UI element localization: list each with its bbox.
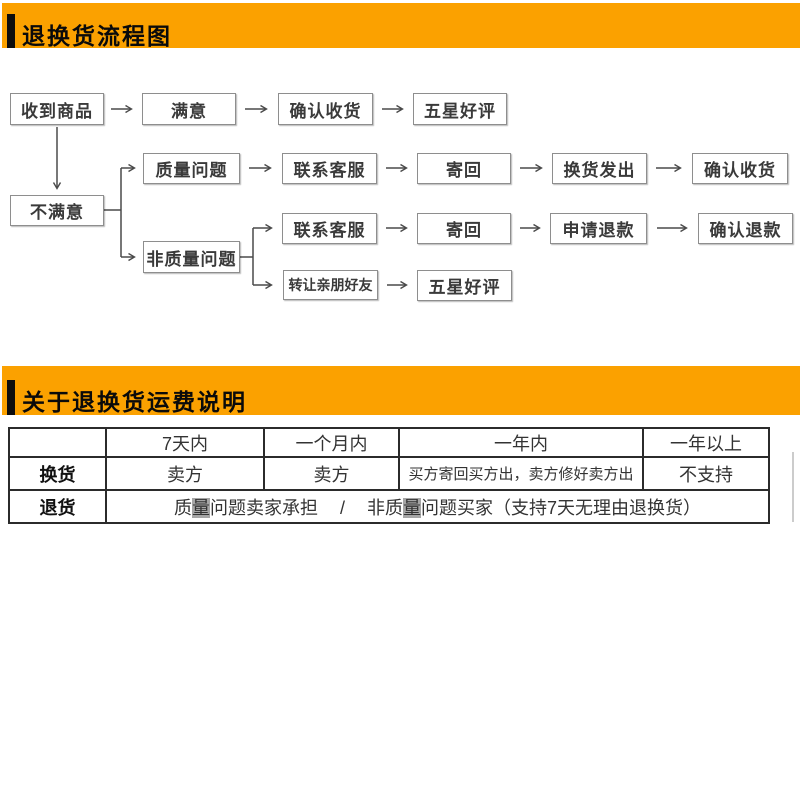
- fee-table-exchange-row: 换货 卖方 卖方 买方寄回买方出，卖方修好卖方出 不支持: [8, 456, 770, 491]
- exchange-7days-cell: 卖方: [105, 456, 265, 491]
- banner-accent-bar: [7, 380, 15, 415]
- exchange-row-label: 换货: [8, 456, 107, 491]
- exchange-1year-cell: 买方寄回买方出，卖方修好卖方出: [398, 456, 644, 491]
- flow-node-send-back-nq: 寄回: [417, 213, 511, 244]
- flow-node-unsatisfied: 不满意: [10, 195, 104, 226]
- fee-title-banner: 关于退换货运费说明: [2, 366, 800, 415]
- fee-header-7days: 7天内: [105, 427, 265, 458]
- fee-banner-title: 关于退换货运费说明: [22, 389, 247, 415]
- flow-node-five-star-bottom: 五星好评: [417, 270, 512, 301]
- flow-node-quality-issue: 质量问题: [143, 153, 240, 184]
- return-policy-text: 非质: [367, 497, 403, 518]
- flow-node-apply-refund: 申请退款: [550, 213, 647, 244]
- highlighted-char: 量: [191, 497, 210, 518]
- branch-line: [240, 228, 254, 285]
- flow-node-five-star-top: 五星好评: [413, 93, 507, 125]
- return-policy-text: 问题买家（支持7天无理由退换货）: [421, 497, 702, 518]
- fee-header-empty: [8, 427, 107, 458]
- flow-node-give-to-friends: 转让亲朋好友: [283, 270, 378, 300]
- flow-node-exchange-shipped: 换货发出: [552, 153, 647, 184]
- flow-node-send-back-quality: 寄回: [417, 153, 511, 184]
- page-edge-artifact: [792, 452, 794, 522]
- flow-node-received-goods: 收到商品: [10, 93, 104, 125]
- highlighted-char: 量: [403, 497, 421, 518]
- flow-node-non-quality-issue: 非质量问题: [143, 241, 240, 273]
- flow-title-banner: 退换货流程图: [2, 3, 800, 49]
- return-policy-cell: 质量问题卖家承担/非质量问题买家（支持7天无理由退换货）: [105, 489, 770, 524]
- fee-header-over1year: 一年以上: [642, 427, 770, 458]
- return-row-label: 退货: [8, 489, 107, 524]
- flow-node-confirm-receipt-top: 确认收货: [278, 93, 373, 125]
- exchange-over1year-cell: 不支持: [642, 456, 770, 491]
- flow-node-contact-service-nq: 联系客服: [282, 213, 377, 244]
- exchange-1month-cell: 卖方: [263, 456, 400, 491]
- return-policy-text: 质: [173, 497, 192, 518]
- fee-table-return-row: 退货 质量问题卖家承担/非质量问题买家（支持7天无理由退换货）: [8, 489, 770, 524]
- flow-node-confirm-refund: 确认退款: [698, 213, 793, 244]
- fee-header-1year: 一年内: [398, 427, 644, 458]
- flow-node-contact-service-quality: 联系客服: [282, 153, 377, 184]
- slash-separator: /: [339, 497, 345, 518]
- return-policy-text: 问题卖家承担: [209, 497, 318, 518]
- flow-banner-title: 退换货流程图: [22, 23, 172, 49]
- branch-line: [104, 168, 122, 257]
- banner-accent-bar: [7, 14, 15, 48]
- flow-node-satisfied: 满意: [142, 93, 236, 125]
- fee-table: 7天内 一个月内 一年内 一年以上 换货 卖方 卖方 买方寄回买方出，卖方修好卖…: [8, 427, 770, 524]
- fee-table-header-row: 7天内 一个月内 一年内 一年以上: [8, 427, 770, 458]
- fee-header-1month: 一个月内: [263, 427, 400, 458]
- flow-node-confirm-receipt-quality: 确认收货: [692, 153, 788, 184]
